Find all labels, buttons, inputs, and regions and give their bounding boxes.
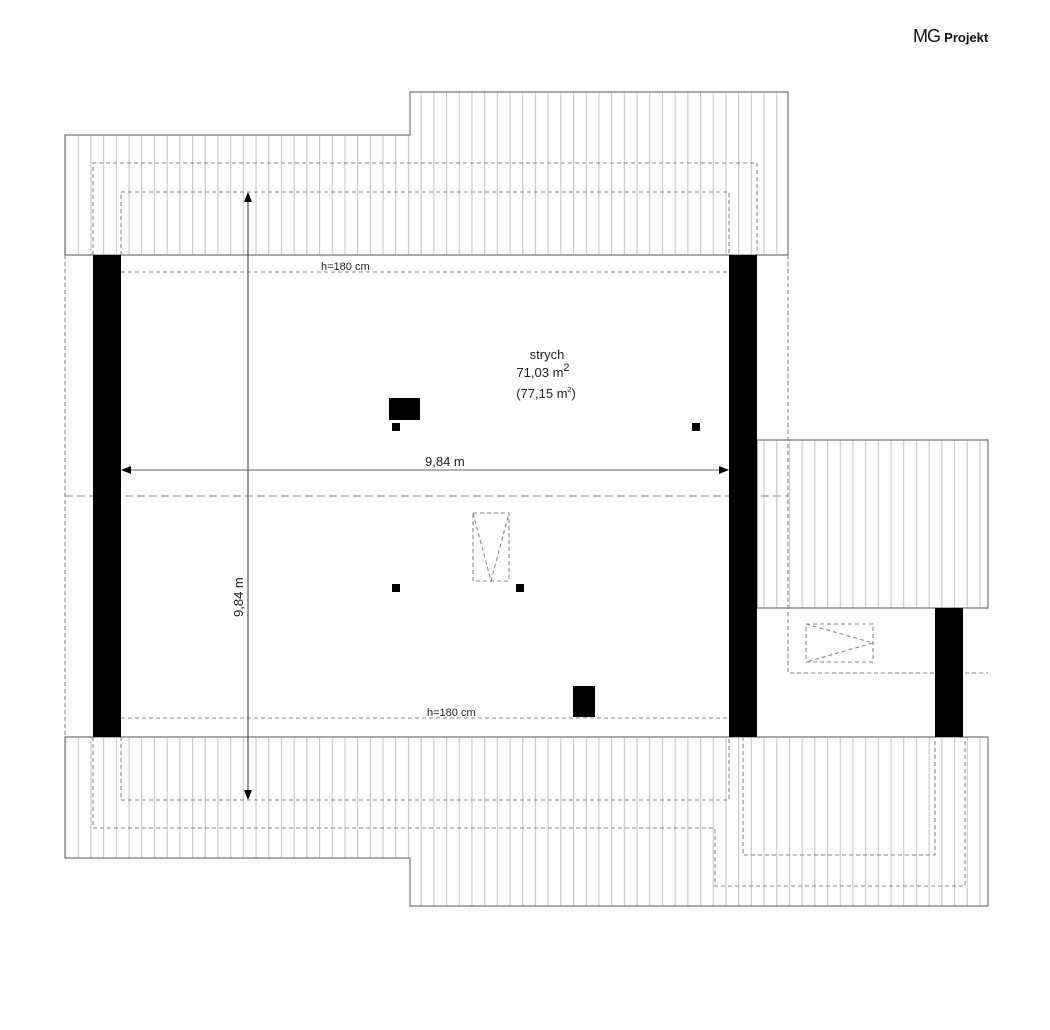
arrow-down-icon xyxy=(244,790,252,800)
room-area: 71,03 m2 xyxy=(516,362,569,380)
wall-annex xyxy=(935,608,963,737)
post xyxy=(516,584,524,592)
dimension-width-label: 9,84 m xyxy=(425,454,465,469)
roof-top xyxy=(64,91,789,256)
dimension-depth-label: 9,84 m xyxy=(231,577,246,617)
roof-window-1 xyxy=(472,512,510,584)
post xyxy=(392,584,400,592)
wall-right xyxy=(729,255,757,737)
roof-bottom xyxy=(64,736,989,907)
post xyxy=(392,423,400,431)
wall-left xyxy=(93,255,121,737)
height-label-bottom: h=180 cm xyxy=(427,707,476,719)
roof-window-2 xyxy=(805,623,876,663)
arrow-right-icon xyxy=(719,466,729,474)
room-area-total: (77,15 m2) xyxy=(516,386,576,401)
chimney-2 xyxy=(573,686,595,717)
dashed-outline-right-inner xyxy=(742,737,936,856)
logo: MG Projekt xyxy=(913,26,989,46)
arrow-left-icon xyxy=(121,466,131,474)
dashed-outline-top-inner xyxy=(120,191,730,255)
height-label-top: h=180 cm xyxy=(321,261,370,273)
chimney-1 xyxy=(389,398,420,420)
roof-right xyxy=(756,439,989,609)
room-name: strych xyxy=(530,347,565,362)
post xyxy=(692,423,700,431)
arrow-up-icon xyxy=(244,192,252,202)
dashed-outline-top-outer xyxy=(92,162,758,255)
dashed-outline-bottom-outer xyxy=(92,737,966,887)
dashed-outline-bottom-inner xyxy=(120,737,730,801)
